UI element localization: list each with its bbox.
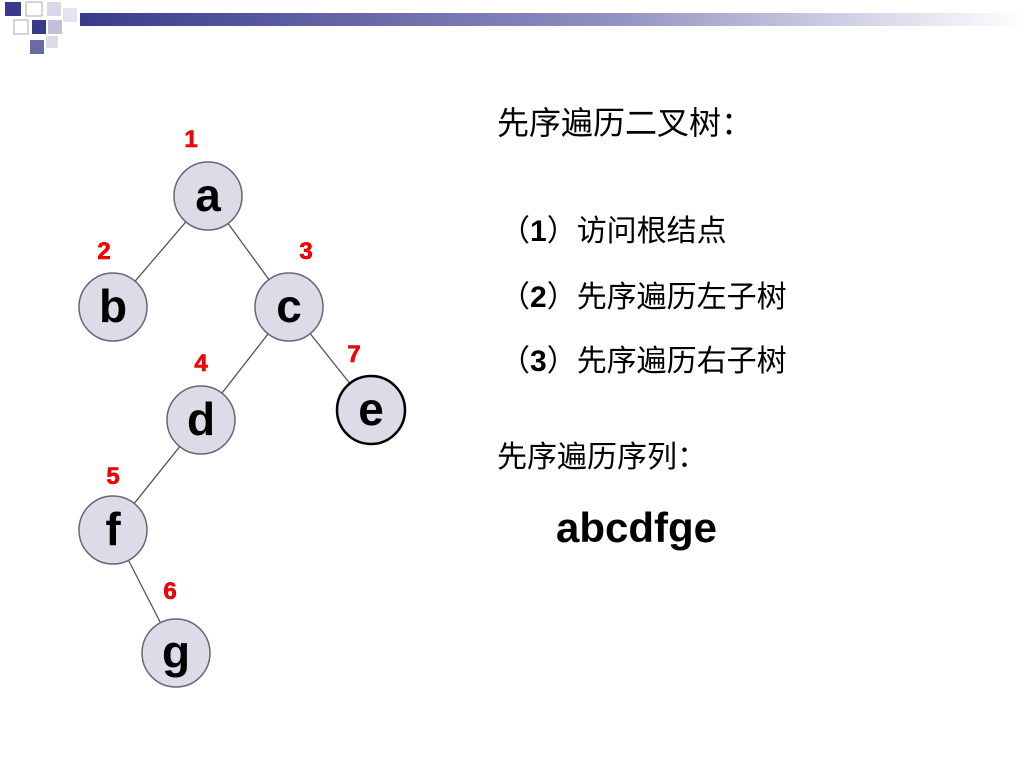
- node-label-e: e: [358, 383, 384, 435]
- tree-node-a: a: [173, 161, 243, 231]
- tree-node-g: g: [141, 618, 211, 688]
- node-label-c: c: [276, 280, 302, 332]
- sequence-label: 先序遍历序列：: [497, 440, 707, 475]
- edge-f-g: [127, 559, 162, 624]
- order-number-g: 6: [163, 578, 176, 605]
- traversal-order-numbers: 1 2 3 4 5 6 7: [97, 126, 361, 606]
- node-circle-d: [166, 385, 236, 455]
- step-traverse-right: （3）先序遍历右子树: [500, 344, 787, 379]
- order-number-a: 1: [184, 126, 197, 153]
- edge-d-f: [133, 446, 181, 504]
- order-number-c: 3: [299, 238, 312, 265]
- tree-node-b: b: [78, 272, 148, 342]
- node-label-b: b: [99, 280, 127, 332]
- step-visit-root: （1）访问根结点: [500, 214, 727, 249]
- node-circle-c: [254, 272, 324, 342]
- order-number-f: 5: [106, 463, 119, 490]
- node-label-f: f: [105, 503, 121, 555]
- tree-edges: [127, 221, 351, 624]
- tree-node-f: f: [78, 495, 148, 565]
- order-number-d: 4: [194, 350, 208, 377]
- edge-c-d: [221, 333, 269, 394]
- edge-a-b: [134, 221, 187, 282]
- tree-nodes: a b c d f g e: [78, 161, 407, 688]
- order-number-e: 7: [347, 341, 360, 368]
- node-circle-e: [335, 374, 407, 446]
- sequence-value: abcdfge: [556, 504, 718, 551]
- node-label-g: g: [162, 626, 190, 678]
- node-circle-g: [141, 618, 211, 688]
- page-title: 先序遍历二叉树：: [497, 104, 754, 142]
- tree-node-e: e: [335, 374, 407, 446]
- tree-node-c: c: [254, 272, 324, 342]
- node-circle-f: [78, 495, 148, 565]
- order-number-b: 2: [97, 238, 110, 265]
- node-label-a: a: [195, 169, 221, 221]
- header-decoration: [5, 1, 1024, 54]
- tree-node-d: d: [166, 385, 236, 455]
- node-circle-b: [78, 272, 148, 342]
- step-traverse-left: （2）先序遍历左子树: [500, 280, 787, 315]
- node-circle-a: [173, 161, 243, 231]
- node-label-d: d: [187, 393, 215, 445]
- edge-a-c: [227, 223, 270, 280]
- edge-c-e: [309, 333, 351, 384]
- binary-tree-diagram: a b c d f g e 1 2 3 4 5 6 7: [78, 126, 407, 688]
